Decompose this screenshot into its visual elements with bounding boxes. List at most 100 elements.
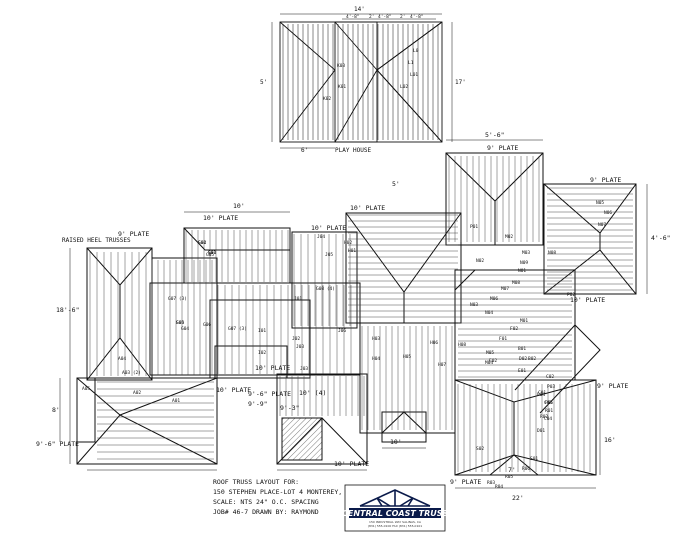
truss-label: B02 (528, 356, 536, 362)
truss-label: I01 (258, 328, 266, 334)
truss-label: E02 (489, 358, 497, 364)
truss-label: S02 (476, 446, 484, 452)
playhouse-dim-seg: 2' (369, 14, 374, 20)
playhouse-truss-label: L0 (413, 48, 419, 54)
dim-label: 10' (233, 202, 245, 210)
plate-label: 10' PLATE (350, 204, 385, 212)
dim-label: 8' (52, 406, 60, 414)
truss-label: N09 (520, 260, 528, 266)
truss-label: A04 (118, 356, 126, 362)
truss-label: M08 (512, 280, 520, 286)
truss-label: P05 (545, 400, 553, 406)
truss-label: G08 (4) (316, 286, 335, 292)
truss-label: H03 (372, 336, 380, 342)
plate-label: 9' PLATE (590, 176, 621, 184)
truss-label: I02 (258, 350, 266, 356)
truss-label: S03 (208, 250, 216, 256)
truss-label: M04 (485, 360, 493, 366)
truss-label: H01 (348, 248, 356, 254)
plate-label: 10' PLATE (570, 296, 605, 304)
truss-label: J06 (338, 328, 346, 334)
truss-label: M02 (505, 234, 513, 240)
truss-label: N04 (485, 310, 493, 316)
truss-label: J02 (292, 336, 300, 342)
playhouse-dim-seg: 4'-8" (378, 14, 392, 20)
dim-label: 18'-6" (56, 306, 79, 314)
dim-label: 10' (4) (299, 389, 326, 397)
dim-label: 9'-3" (280, 404, 300, 412)
truss-label: H04 (372, 356, 380, 362)
truss-logo-icon (359, 489, 431, 507)
truss-label: C03 (544, 400, 552, 406)
truss-label: R04 (495, 484, 503, 490)
truss-label: H08 (458, 342, 466, 348)
truss-label: J03 (296, 344, 304, 350)
playhouse-truss-label: K03 (337, 63, 345, 69)
raised-heel-note: RAISED HEEL TRUSSES (62, 237, 131, 244)
plate-label: 10' PLATE (216, 386, 251, 394)
playhouse-dim-seg: 4'-8" (410, 14, 424, 20)
playhouse-dim-seg: 4'-8" (346, 14, 360, 20)
truss-label: A05 (82, 386, 90, 392)
dim-label: 9'-9" (248, 400, 268, 408)
playhouse-truss-label: L02 (400, 84, 408, 90)
truss-label: N01 (518, 268, 526, 274)
truss-label: B01 (518, 346, 526, 352)
truss-label: G07 (3) (168, 296, 187, 302)
truss-label: N06 (604, 210, 612, 216)
playhouse-dim-right: 17' (455, 79, 466, 86)
truss-label: H05 (403, 354, 411, 360)
truss-label: M07 (501, 286, 509, 292)
plate-label: 9' PLATE (487, 144, 518, 152)
truss-label: R02 (540, 414, 548, 420)
truss-label: N07 (598, 222, 606, 228)
truss-label: R01 (545, 408, 553, 414)
playhouse-plan (271, 13, 453, 149)
dim-label: 22' (512, 494, 524, 502)
truss-label: H06 (430, 340, 438, 346)
truss-label: P02 (567, 292, 575, 298)
dim-label: 5'-6" (485, 131, 505, 139)
truss-label: A03 (2) (122, 370, 141, 376)
logo-address: 150 INDUSTRIAL WAY SALINAS, CA (369, 520, 422, 524)
truss-label: J01 (294, 296, 302, 302)
truss-label: M05 (486, 350, 494, 356)
plate-label: 9' PLATE (118, 230, 149, 238)
logo-phone: (831) 555-0100 FAX (831) 555-0101 (368, 524, 422, 528)
truss-label: N08 (548, 250, 556, 256)
title-line-1: ROOF TRUSS LAYOUT FOR: (213, 478, 299, 486)
playhouse-dim-width: 14' (354, 6, 365, 13)
plate-label: 9' PLATE (450, 478, 481, 486)
truss-label: H02 (344, 240, 352, 246)
truss-label: J04 (317, 234, 325, 240)
truss-label: M03 (522, 250, 530, 256)
truss-label: M06 (490, 296, 498, 302)
truss-label: A02 (133, 390, 141, 396)
truss-label: E01 (518, 368, 526, 374)
playhouse-dim-seg: 2' (400, 14, 405, 20)
truss-label: A01 (172, 398, 180, 404)
truss-label: P01 (470, 224, 478, 230)
truss-line-group (89, 156, 633, 472)
truss-label: S05 (176, 320, 184, 326)
truss-label: H07 (438, 362, 446, 368)
truss-label: R06 (522, 466, 530, 472)
dim-label: 10' (390, 438, 402, 446)
plate-label: 9'-6" PLATE (248, 390, 291, 398)
truss-label: P03 (547, 384, 555, 390)
truss-label: C04 (544, 416, 552, 422)
plate-label: 10' PLATE (334, 460, 369, 468)
truss-label: G01 (208, 250, 216, 256)
truss-label: N05 (596, 200, 604, 206)
company-logo: CENTRAL COAST TRUSS 150 INDUSTRIAL WAY S… (342, 484, 448, 532)
title-line-4: JOB# 46-7 DRAWN BY: RAYMOND (213, 508, 319, 516)
truss-label: R05 (505, 474, 513, 480)
truss-label: M01 (520, 318, 528, 324)
plate-label: 10' PLATE (255, 364, 290, 372)
dim-label: 5' (392, 180, 400, 188)
truss-label: N03 (470, 302, 478, 308)
truss-label: G06 (203, 322, 211, 328)
truss-label: C02 (546, 374, 554, 380)
truss-label: G05 (206, 252, 214, 258)
